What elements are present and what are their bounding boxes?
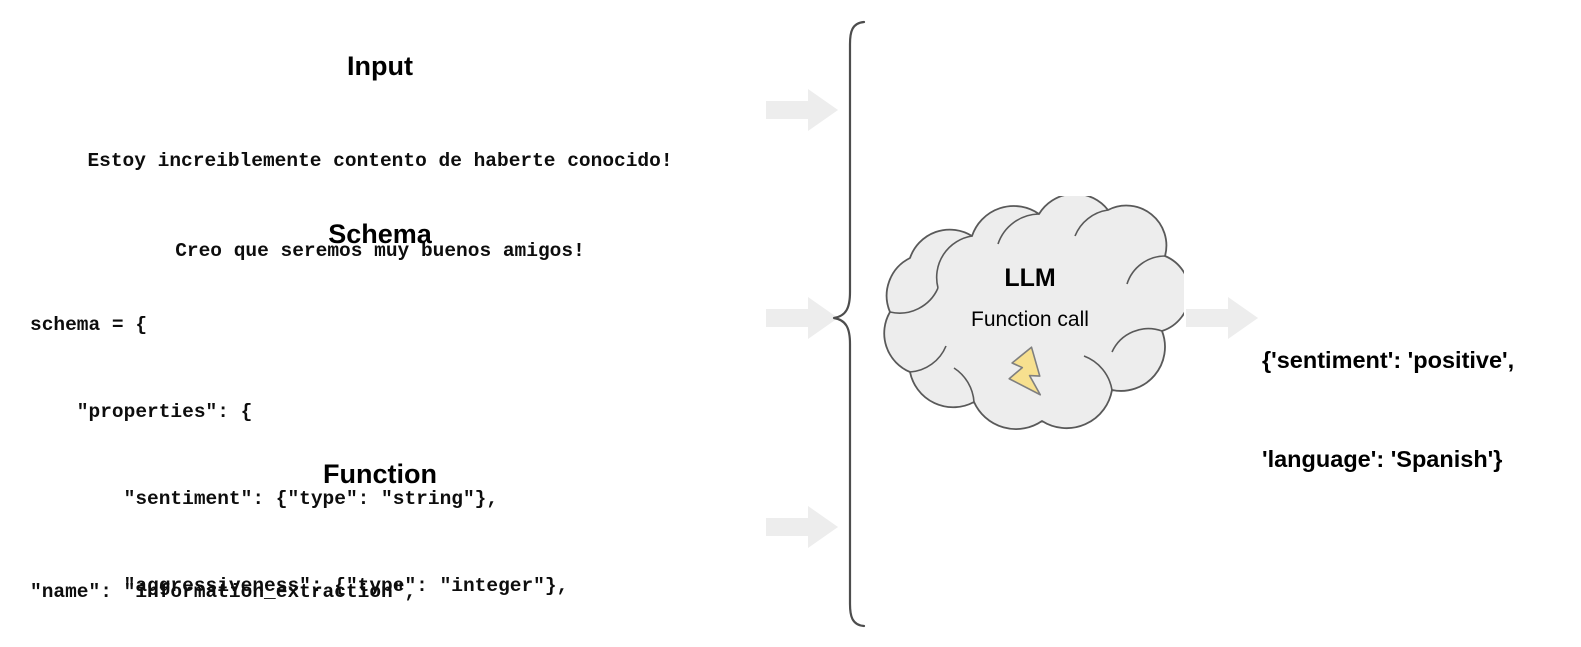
schema-line-2: "properties": {: [30, 401, 253, 423]
lightning-bolt-icon: [1006, 344, 1058, 396]
schema-line-4: "aggressiveness": {"type": "integer"},: [30, 575, 569, 597]
schema-heading: Schema: [328, 219, 432, 249]
function-heading: Function: [323, 459, 437, 489]
input-heading: Input: [347, 51, 413, 81]
input-line-1: Estoy increiblemente contento de haberte…: [87, 150, 673, 172]
function-call-label: Function call: [971, 308, 1089, 331]
schema-code-block: schema = { "properties": { "sentiment": …: [30, 253, 568, 647]
schema-line-1: schema = {: [30, 314, 148, 336]
grouping-brace: [826, 20, 882, 628]
output-line-1: {'sentiment': 'positive',: [1262, 347, 1515, 373]
function-line-1: "name": "information_extraction",: [30, 581, 417, 603]
output-line-2: 'language': 'Spanish'}: [1262, 446, 1503, 472]
arrow-right-icon-schema: [766, 296, 838, 340]
output-text-block: {'sentiment': 'positive', 'language': 'S…: [1262, 278, 1514, 542]
llm-title: LLM: [1004, 264, 1056, 292]
function-code-block: "name": "information_extraction", "descr…: [30, 492, 685, 647]
input-line-2: Creo que seremos muy buenos amigos!: [175, 240, 585, 262]
input-text-block: Estoy increiblemente contento de haberte…: [0, 86, 760, 326]
llm-cloud-shape: [876, 196, 1184, 440]
arrow-right-icon-output: [1186, 296, 1258, 340]
arrow-right-icon-function: [766, 505, 838, 549]
arrow-right-icon-input: [766, 88, 838, 132]
schema-line-3: "sentiment": {"type": "string"},: [30, 488, 499, 510]
